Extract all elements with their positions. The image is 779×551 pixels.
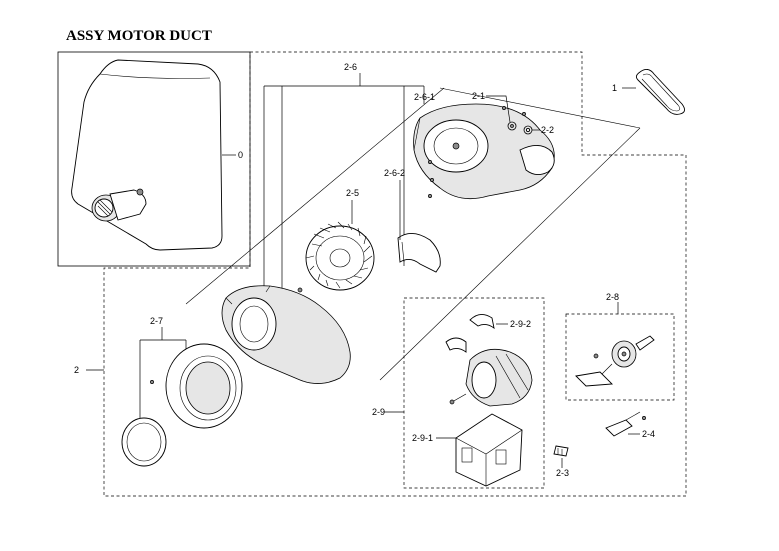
- impeller-nut: [297, 287, 303, 293]
- guide-line: [185, 87, 445, 305]
- callout-2-6-1: 2-6-1: [414, 92, 435, 102]
- blower-housing-cover: [413, 103, 555, 200]
- assembly-overview-box: [57, 51, 251, 267]
- pulley-nut: [523, 125, 533, 135]
- guide-line: [439, 87, 641, 129]
- mini-motor-duct: [91, 188, 147, 222]
- callout-2-9: 2-9: [372, 407, 385, 417]
- duct-gasket: [121, 417, 167, 467]
- idler-subassembly-box: [565, 313, 675, 401]
- idler-clip: [605, 411, 646, 437]
- motor-clips: [445, 314, 495, 353]
- callout-2: 2: [74, 365, 79, 375]
- callout-2-8: 2-8: [606, 292, 619, 302]
- bracket-2-6: [263, 85, 425, 350]
- guide-line: [379, 127, 641, 381]
- blower-impeller: [305, 221, 375, 291]
- blower-housing: [221, 285, 351, 384]
- callout-2-4: 2-4: [642, 429, 655, 439]
- callout-2-3: 2-3: [556, 468, 569, 478]
- callout-0: 0: [238, 150, 243, 160]
- assembly-overview-drawing: [71, 59, 223, 251]
- callout-2-9-2: 2-9-2: [510, 319, 531, 329]
- drive-motor: [449, 348, 533, 407]
- callout-1: 1: [612, 83, 617, 93]
- front-duct-plate: [150, 343, 243, 429]
- callout-2-9-1: 2-9-1: [412, 433, 433, 443]
- callout-2-1: 2-1: [472, 91, 485, 101]
- main-assembly-boundary: [103, 51, 687, 497]
- drive-belt: [635, 69, 685, 115]
- screws: [428, 106, 526, 198]
- callout-2-7: 2-7: [150, 316, 163, 326]
- callout-2-5: 2-5: [346, 188, 359, 198]
- callout-2-6: 2-6: [344, 62, 357, 72]
- idler-pulley: [575, 335, 655, 387]
- duct-baffle: [397, 233, 441, 273]
- motor-mount-bracket: [455, 413, 523, 487]
- diagram-title: ASSY MOTOR DUCT: [66, 28, 212, 44]
- callout-2-6-2: 2-6-2: [384, 168, 405, 178]
- pulley-bolt: [507, 121, 517, 131]
- callout-2-2: 2-2: [541, 125, 554, 135]
- tension-spring: [553, 445, 569, 457]
- leader-2-1: [486, 95, 511, 123]
